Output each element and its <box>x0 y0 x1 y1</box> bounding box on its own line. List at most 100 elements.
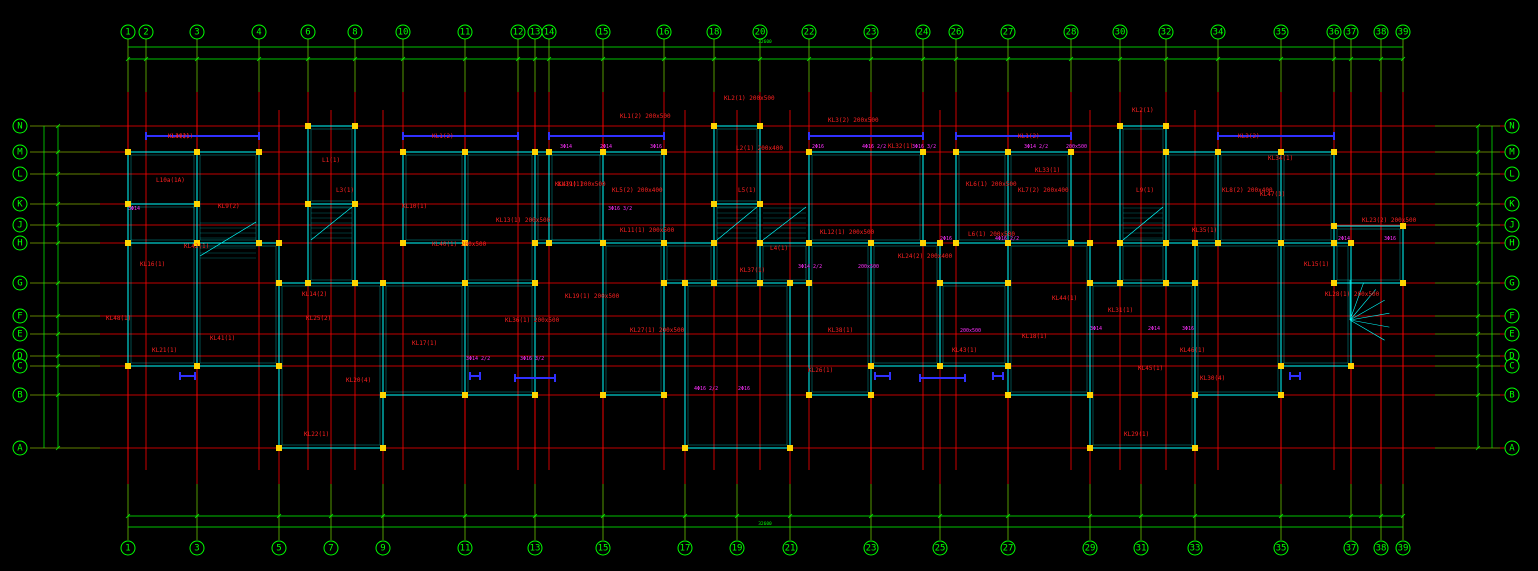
column <box>1005 280 1011 286</box>
axis-bubble-top-32: 32 <box>1158 24 1174 40</box>
column <box>125 201 131 207</box>
dimension-tick <box>1475 201 1481 207</box>
axis-bubble-circle <box>1326 24 1342 40</box>
wall-outline <box>534 151 604 244</box>
beam-label: L9(1) <box>1136 187 1154 194</box>
column <box>532 392 538 398</box>
axis-bubble-label: L <box>17 170 22 180</box>
axis-bubble-label: 32 <box>1161 28 1172 38</box>
column <box>661 240 667 246</box>
column <box>806 280 812 286</box>
axis-bubble-left-F: F <box>12 308 28 324</box>
wall-inner <box>811 154 921 241</box>
axis-bubble-circle <box>1000 540 1016 556</box>
column <box>1087 445 1093 451</box>
beam-label: KL37(1) <box>740 267 765 274</box>
wall-inner <box>1010 245 1088 393</box>
column <box>757 201 763 207</box>
wall-inner <box>1336 228 1401 281</box>
curved-stair-line <box>1349 312 1390 321</box>
rebar-label: 4Φ16 2/2 <box>862 144 886 150</box>
dimension-tick <box>1005 56 1011 62</box>
axis-bubble-label: 39 <box>1398 28 1409 38</box>
axis-bubble-label: 37 <box>1346 544 1357 554</box>
column <box>352 123 358 129</box>
column <box>1117 240 1123 246</box>
column <box>1400 223 1406 229</box>
beam-label: KL33(1) <box>1035 167 1060 174</box>
axis-bubble-circle <box>1210 24 1226 40</box>
axis-bubble-top-15: 15 <box>595 24 611 40</box>
axis-bubble-label: 16 <box>659 28 670 38</box>
axis-bubble-right-K: K <box>1504 196 1520 212</box>
dimension-tick <box>515 56 521 62</box>
axis-bubble-circle <box>12 196 28 212</box>
column <box>532 149 538 155</box>
axis-bubble-top-3: 3 <box>189 24 205 40</box>
axis-bubble-circle <box>1395 540 1411 556</box>
axis-bubble-label: 21 <box>785 544 796 554</box>
axis-bubble-label: A <box>1509 444 1515 454</box>
dimension-tick <box>953 56 959 62</box>
column <box>1087 392 1093 398</box>
axis-bubble-circle <box>1504 275 1520 291</box>
dimension-tick <box>600 56 606 62</box>
axis-bubble-label: 12 <box>513 28 524 38</box>
dimension-tick <box>600 513 606 519</box>
axis-bubble-top-27: 27 <box>1000 24 1016 40</box>
axis-bubble-label: 38 <box>1376 544 1387 554</box>
wall-inner <box>310 128 353 202</box>
axis-bubble-circle <box>189 24 205 40</box>
column <box>305 201 311 207</box>
wall-inner <box>942 285 1006 364</box>
wall-outline <box>602 242 665 396</box>
column <box>305 280 311 286</box>
column <box>1087 280 1093 286</box>
dimension-tick <box>1475 445 1481 451</box>
axis-bubble-top-20: 20 <box>752 24 768 40</box>
axis-bubble-label: H <box>1509 239 1514 249</box>
wall-inner <box>1122 245 1164 281</box>
column <box>600 240 606 246</box>
rebar-label: 2Φ14 <box>600 144 612 150</box>
beam-label: KL49(1) <box>168 133 193 140</box>
dimension-tick <box>1400 513 1406 519</box>
wall-inner <box>130 206 195 241</box>
axis-bubble-label: 29 <box>1085 544 1096 554</box>
axis-bubble-circle <box>1504 118 1520 134</box>
rebar-label: 2Φ16 <box>940 236 952 242</box>
axis-bubble-label: 13 <box>530 28 541 38</box>
axis-bubble-label: 31 <box>1136 544 1147 554</box>
axis-bubble-right-F: F <box>1504 308 1520 324</box>
axis-bubble-label: 35 <box>1276 28 1287 38</box>
beam-label: KL45(1) <box>1138 365 1163 372</box>
axis-bubble-circle <box>1504 326 1520 342</box>
dimension-tick <box>1068 56 1074 62</box>
wall-inner <box>385 285 463 393</box>
axis-bubble-right-L: L <box>1504 166 1520 182</box>
wall-inner <box>1197 245 1279 393</box>
axis-bubble-label: 3 <box>194 544 199 554</box>
column <box>1278 363 1284 369</box>
beam-label: KL19(1) 200x500 <box>565 293 620 300</box>
beam-label: KL41(1) <box>210 335 235 342</box>
curved-stair-line <box>1349 319 1390 328</box>
axis-bubble-left-G: G <box>12 275 28 291</box>
axis-bubble-circle <box>347 24 363 40</box>
axis-bubble-label: 25 <box>935 544 946 554</box>
wall-outline <box>196 151 260 244</box>
wall-outline <box>464 282 536 396</box>
axis-bubble-circle <box>1504 440 1520 456</box>
beam-label: KL31(1) <box>1108 307 1133 314</box>
axis-bubble-circle <box>1082 540 1098 556</box>
axis-bubble-label: 17 <box>680 544 691 554</box>
dimension-tick <box>352 56 358 62</box>
column <box>1192 280 1198 286</box>
axis-bubble-label: 28 <box>1066 28 1077 38</box>
axis-bubble-circle <box>1133 540 1149 556</box>
axis-bubble-label: 9 <box>380 544 385 554</box>
dimension-tick <box>1138 513 1144 519</box>
axis-bubble-label: 8 <box>352 28 357 38</box>
column <box>1192 392 1198 398</box>
